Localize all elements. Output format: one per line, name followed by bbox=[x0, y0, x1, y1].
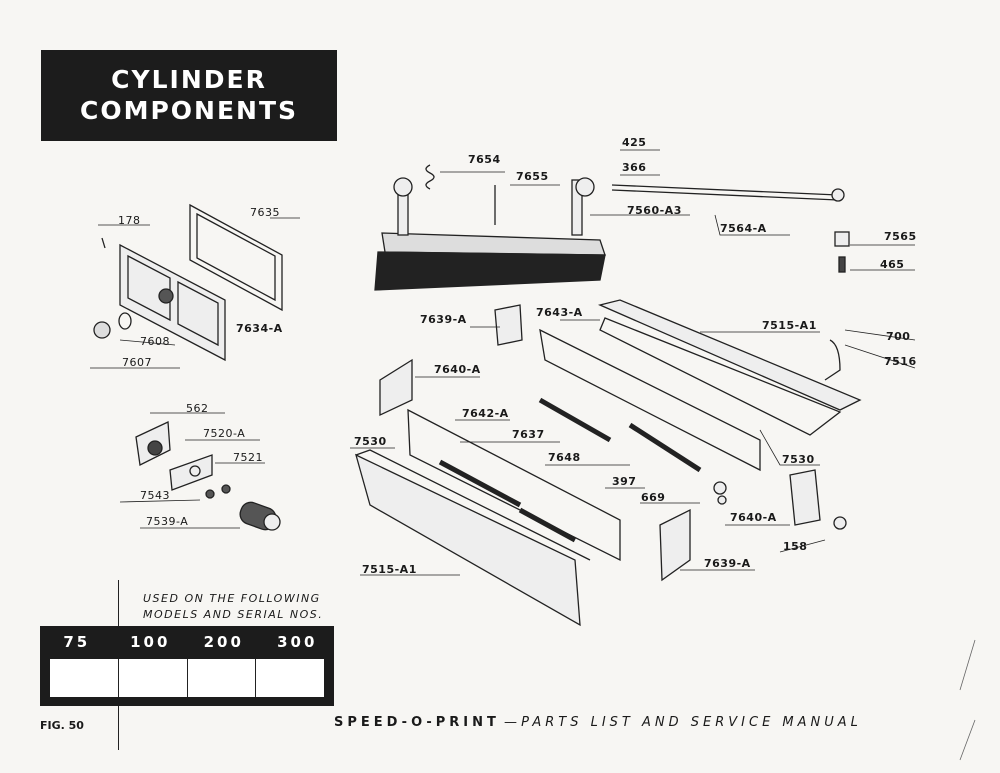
part-label-7560-a3: 7560-A3 bbox=[627, 204, 682, 217]
part-label-178: 178 bbox=[118, 214, 141, 227]
part-label-397: 397 bbox=[612, 475, 637, 488]
part-label-7640-a-left: 7640-A bbox=[434, 363, 481, 376]
gasket-part bbox=[189, 203, 283, 312]
part-label-7516: 7516 bbox=[884, 355, 917, 368]
part-label-7515-a1-bottom: 7515-A1 bbox=[362, 563, 417, 576]
model-200: 200 bbox=[203, 633, 244, 651]
part-label-7643-a: 7643-A bbox=[536, 306, 583, 319]
part-label-562: 562 bbox=[186, 402, 209, 415]
serial-cell-300 bbox=[255, 659, 324, 697]
part-label-7635: 7635 bbox=[250, 206, 280, 219]
title-line-1: CYLINDER bbox=[111, 65, 267, 94]
title-line-2: COMPONENTS bbox=[79, 96, 299, 125]
part-label-7521: 7521 bbox=[233, 451, 263, 464]
models-table: 75 100 200 300 bbox=[40, 626, 334, 706]
rod-part bbox=[611, 184, 850, 273]
model-100: 100 bbox=[130, 633, 171, 651]
figure-number: FIG. 50 bbox=[40, 719, 84, 732]
part-label-7608: 7608 bbox=[140, 335, 170, 348]
model-300: 300 bbox=[277, 633, 318, 651]
part-label-7654: 7654 bbox=[468, 153, 501, 166]
lock-assembly-part bbox=[135, 421, 281, 531]
page-title: CYLINDER COMPONENTS bbox=[41, 50, 337, 141]
leader-lines bbox=[90, 149, 916, 576]
part-label-7530-right: 7530 bbox=[782, 453, 815, 466]
part-label-7564-a: 7564-A bbox=[720, 222, 767, 235]
cover-plate-part bbox=[119, 243, 226, 362]
serial-cell-100 bbox=[117, 659, 187, 697]
part-label-425: 425 bbox=[622, 136, 647, 149]
plug-parts bbox=[93, 237, 132, 339]
part-label-7543: 7543 bbox=[140, 489, 170, 502]
footer-dash: — bbox=[499, 715, 522, 730]
part-label-7640-a-right: 7640-A bbox=[730, 511, 777, 524]
part-label-7515-a1-top: 7515-A1 bbox=[762, 319, 817, 332]
part-label-7565: 7565 bbox=[884, 230, 917, 243]
serial-cell-200 bbox=[186, 659, 256, 697]
bracket-parts bbox=[379, 304, 847, 582]
part-label-7639-a-bottom: 7639-A bbox=[704, 557, 751, 570]
page-footer: SPEED-O-PRINT — PARTS LIST AND SERVICE M… bbox=[334, 715, 862, 730]
part-label-7530-left: 7530 bbox=[354, 435, 387, 448]
part-label-7520-a: 7520-A bbox=[203, 427, 246, 440]
brush-assembly-part bbox=[374, 164, 606, 291]
part-label-7607: 7607 bbox=[122, 356, 152, 369]
models-note: USED ON THE FOLLOWING MODELS AND SERIAL … bbox=[143, 591, 323, 623]
part-label-669: 669 bbox=[641, 491, 666, 504]
model-75: 75 bbox=[63, 633, 91, 651]
part-label-7648: 7648 bbox=[548, 451, 581, 464]
serial-cell-75 bbox=[50, 659, 118, 697]
part-label-7637: 7637 bbox=[512, 428, 545, 441]
part-label-7655: 7655 bbox=[516, 170, 549, 183]
footer-brand: SPEED-O-PRINT bbox=[334, 715, 500, 730]
upper-frame-part bbox=[539, 299, 862, 472]
part-label-7642-a: 7642-A bbox=[462, 407, 509, 420]
part-label-7634-a: 7634-A bbox=[236, 322, 283, 335]
part-label-7539-a: 7539-A bbox=[146, 515, 189, 528]
models-note-line-2: MODELS AND SERIAL NOS. bbox=[143, 608, 324, 621]
part-label-366: 366 bbox=[622, 161, 647, 174]
lower-frame-part bbox=[354, 408, 621, 627]
part-label-158: 158 bbox=[783, 540, 808, 553]
part-label-7639-a-top: 7639-A bbox=[420, 313, 467, 326]
models-note-line-1: USED ON THE FOLLOWING bbox=[143, 592, 321, 605]
footer-subtitle: PARTS LIST AND SERVICE MANUAL bbox=[521, 715, 862, 730]
part-label-700: 700 bbox=[886, 330, 911, 343]
part-label-465: 465 bbox=[880, 258, 905, 271]
page-edge-marks bbox=[959, 639, 976, 761]
